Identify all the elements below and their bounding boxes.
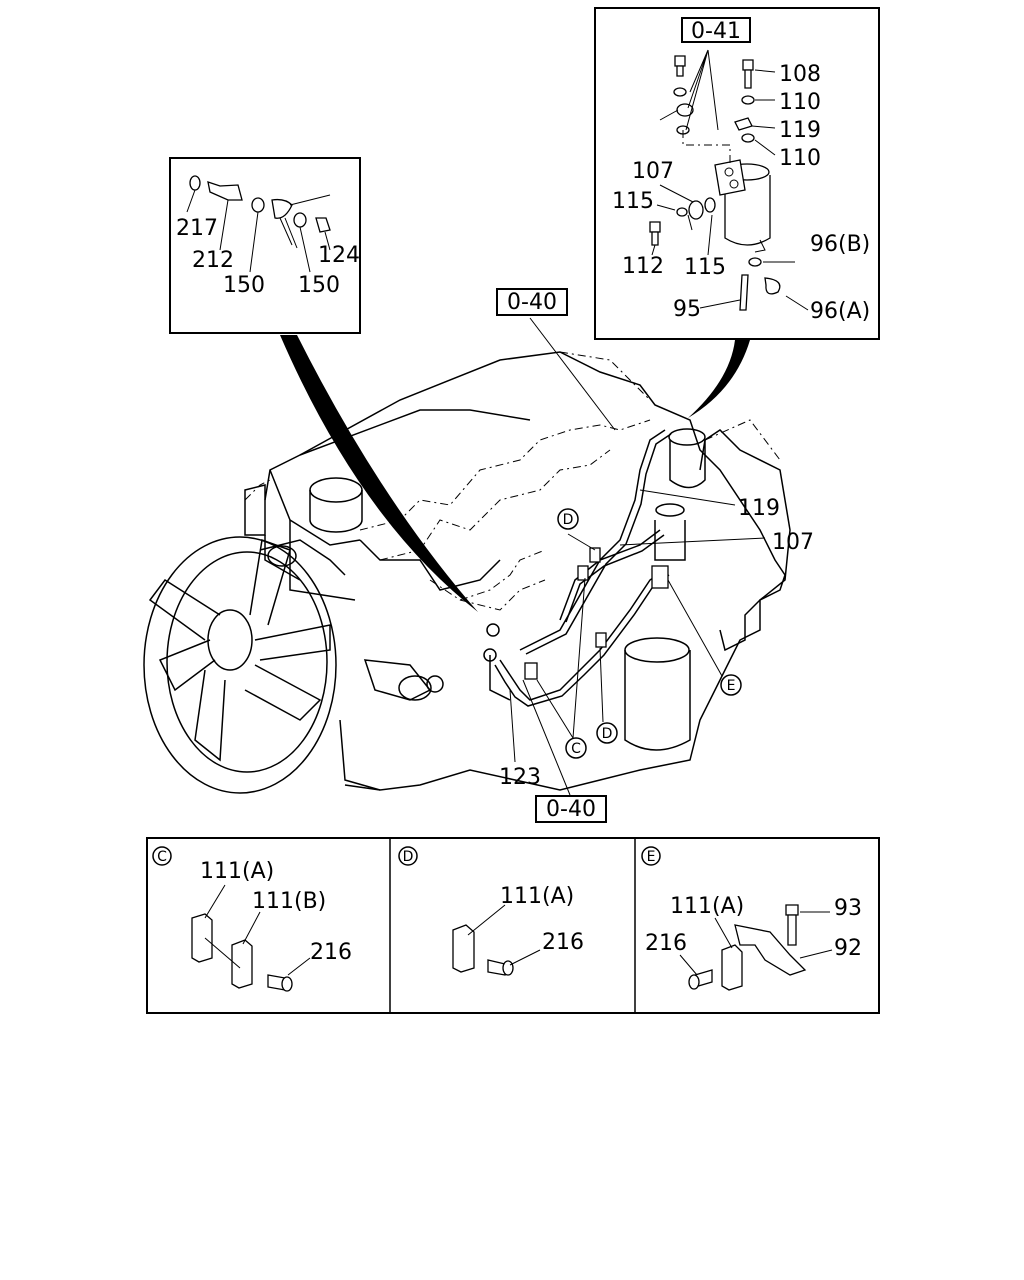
detail-e-marker: E	[647, 849, 656, 865]
detail-panels-frame	[146, 837, 880, 1014]
part-label: 115	[684, 255, 726, 280]
ref-middle-label: 0-40	[507, 290, 557, 315]
circle-markers	[152, 508, 742, 866]
part-label: 119	[779, 118, 821, 143]
ref-top-label: 0-41	[691, 19, 741, 44]
part-label: 124	[318, 243, 360, 268]
circle-marker-label: E	[727, 678, 736, 694]
ref-box-middle-frame	[496, 288, 568, 316]
part-label: 96(A)	[810, 299, 870, 324]
circle-marker-label: D	[563, 512, 574, 528]
part-label: 115	[612, 189, 654, 214]
part-label: 107	[632, 159, 674, 184]
part-label: 111(A)	[500, 884, 574, 909]
ref-box-bottom-frame	[535, 795, 607, 823]
main-leader-lines	[509, 317, 766, 796]
ref-bottom-label: 0-40	[546, 797, 596, 822]
part-label: 216	[645, 931, 687, 956]
part-label: 112	[622, 254, 664, 279]
part-label: 110	[779, 90, 821, 115]
part-label: 150	[298, 273, 340, 298]
part-label: 150	[223, 273, 265, 298]
part-label: 111(B)	[252, 889, 326, 914]
detail-d-marker: D	[403, 849, 414, 865]
part-label: 217	[176, 216, 218, 241]
part-label: 92	[834, 936, 862, 961]
sensor-detail-box	[169, 157, 361, 334]
circle-marker-label: D	[602, 726, 613, 742]
part-label: 96(B)	[810, 232, 870, 257]
part-label: 216	[310, 940, 352, 965]
fuel-filter-detail-box	[594, 7, 880, 340]
part-label: 216	[542, 930, 584, 955]
part-label: 95	[673, 297, 701, 322]
part-label: 119	[738, 496, 780, 521]
circle-marker-label: C	[571, 741, 581, 757]
part-label: 93	[834, 896, 862, 921]
part-label: 123	[499, 765, 541, 790]
part-label: 110	[779, 146, 821, 171]
engine-illustration	[143, 335, 791, 794]
part-label: 111(A)	[200, 859, 274, 884]
part-label: 108	[779, 62, 821, 87]
part-label: 111(A)	[670, 894, 744, 919]
part-label: 107	[772, 530, 814, 555]
part-label: 212	[192, 248, 234, 273]
detail-c-marker: C	[157, 849, 167, 865]
